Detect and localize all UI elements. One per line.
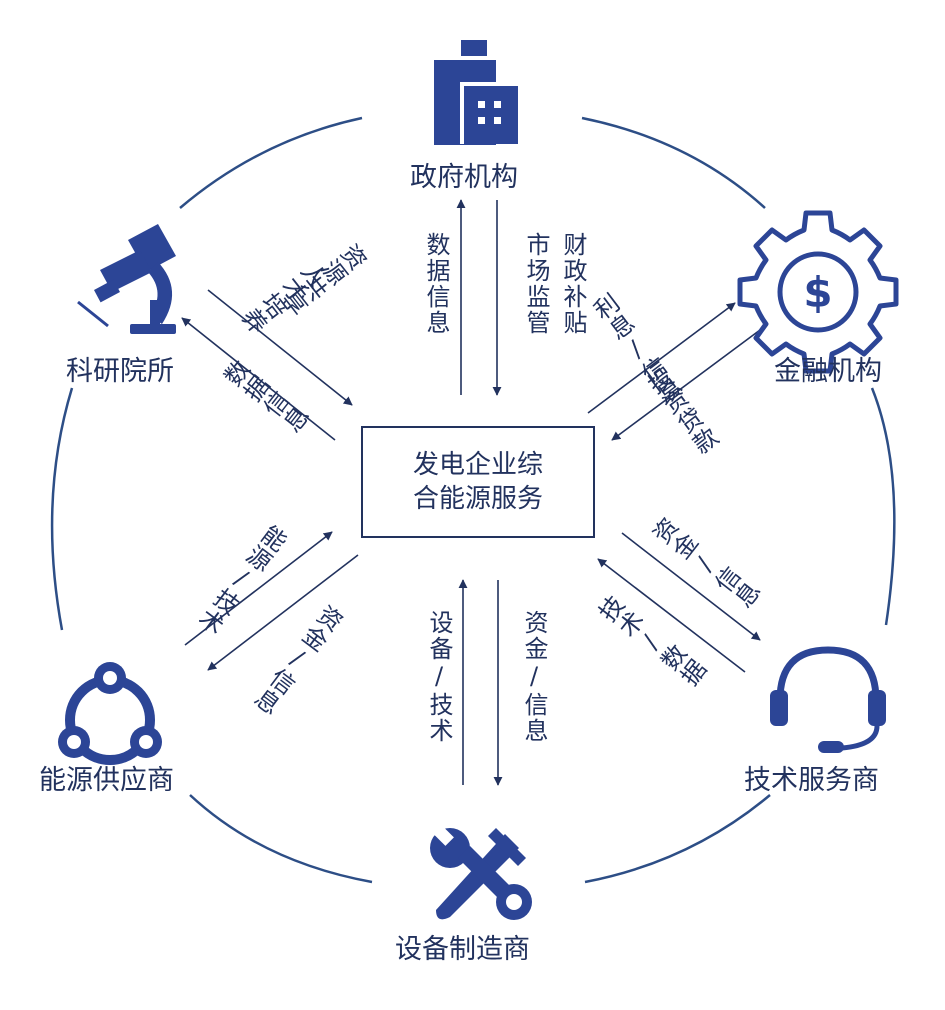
node-label-equipment: 设备制造商 bbox=[395, 934, 530, 965]
arrow-tech-out bbox=[621, 532, 761, 641]
network-icon bbox=[58, 662, 162, 765]
arrow-res-out bbox=[181, 317, 336, 441]
microscope-icon bbox=[77, 224, 176, 334]
node-label-research: 科研院所 bbox=[66, 356, 174, 387]
arrow-fin-out bbox=[587, 302, 736, 414]
center-title-line1: 发电企业综 bbox=[412, 450, 543, 480]
arrow-tech-in bbox=[597, 558, 746, 673]
ring-arc-top-left bbox=[179, 116, 363, 209]
gear-dollar-icon: $ bbox=[737, 210, 899, 374]
ring-arc-bottom-right bbox=[584, 794, 771, 884]
node-label-tech-service: 技术服务商 bbox=[744, 765, 879, 796]
ring-arc-bottom-left bbox=[189, 794, 373, 884]
flow-label-gov-down-a: 市场监管 bbox=[522, 232, 550, 336]
ring-arc-right bbox=[870, 387, 896, 626]
center-service-box: 发电企业综 合能源服务 bbox=[361, 426, 595, 538]
center-title-line2: 合能源服务 bbox=[412, 484, 543, 514]
flow-label-eq-up: 设备/技术 bbox=[425, 610, 453, 744]
headset-icon bbox=[770, 646, 886, 753]
building-icon bbox=[434, 40, 518, 145]
flow-label-gov-down-b: 财政补贴 bbox=[559, 232, 587, 336]
arrow-res-in bbox=[207, 289, 353, 406]
flow-label-eq-down: 资金/信息 bbox=[520, 610, 548, 744]
arrow-sup-out bbox=[207, 554, 359, 671]
wrench-screwdriver-icon bbox=[430, 826, 532, 920]
node-label-energy-supplier: 能源供应商 bbox=[39, 765, 174, 796]
arrow-fin-in bbox=[611, 329, 761, 441]
ring-arc-left bbox=[50, 387, 74, 631]
arrow-sup-in bbox=[184, 531, 333, 646]
outer-ring bbox=[50, 116, 896, 884]
flow-arrows bbox=[181, 199, 761, 786]
node-label-government: 政府机构 bbox=[410, 162, 518, 193]
ring-arc-top-right bbox=[581, 116, 766, 209]
svg-text:$: $ bbox=[803, 268, 832, 317]
flow-label-gov-up: 数据信息 bbox=[422, 232, 450, 336]
node-label-finance: 金融机构 bbox=[774, 356, 882, 387]
